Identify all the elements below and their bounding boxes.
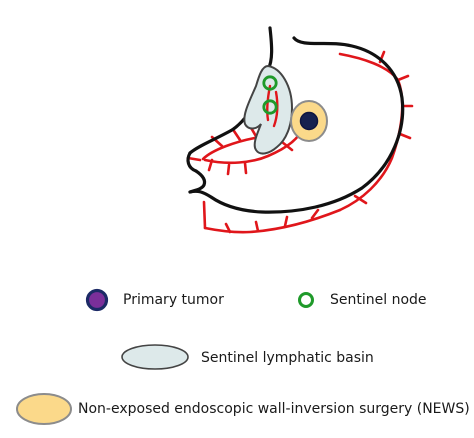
legend-symbols	[16, 288, 314, 425]
epiploic-branch-4	[310, 208, 320, 220]
pylorus-notch	[188, 169, 207, 194]
sentinel-node-marker-1	[262, 75, 278, 91]
stomach-body-wall	[188, 36, 405, 214]
sentinel-basin-icon	[121, 344, 189, 370]
vessel-branch-4	[207, 158, 214, 172]
epiploic-branch-3	[283, 215, 289, 228]
esophagus-left-wall	[266, 26, 274, 72]
pylorus-top	[186, 151, 198, 173]
epiploic-branch-1	[224, 222, 232, 234]
short-gastric-vessel	[338, 52, 404, 212]
legend-label-news: Non-exposed endoscopic wall-inversion su…	[78, 401, 470, 417]
legend-label-primary-tumor: Primary tumor	[123, 292, 224, 308]
lower-arcade-vessel	[203, 124, 305, 165]
vessel-branch-8	[186, 156, 202, 162]
legend-label-sentinel-basin: Sentinel lymphatic basin	[201, 350, 374, 366]
vessel-branch-5	[226, 163, 231, 176]
primary-tumor-icon	[85, 288, 109, 312]
gastroepiploic-vertical	[202, 200, 207, 230]
primary-tumor-shape	[299, 111, 319, 131]
vessel-branch-6	[243, 161, 248, 175]
fundus-branch-4	[398, 132, 412, 140]
vessel-branch-7	[280, 140, 294, 152]
news-icon	[16, 393, 72, 425]
legend-label-sentinel-node: Sentinel node	[330, 292, 427, 308]
gastroepiploic-vessel	[203, 208, 342, 234]
fundus-branch-2	[396, 74, 410, 82]
sentinel-node-marker-2	[262, 99, 278, 115]
epiploic-branch-5	[353, 194, 368, 205]
epiploic-branch-2	[254, 220, 260, 233]
vessel-branch-2	[232, 129, 242, 142]
sentinel-node-icon	[298, 292, 314, 308]
lymphatic-vessels	[186, 50, 414, 234]
